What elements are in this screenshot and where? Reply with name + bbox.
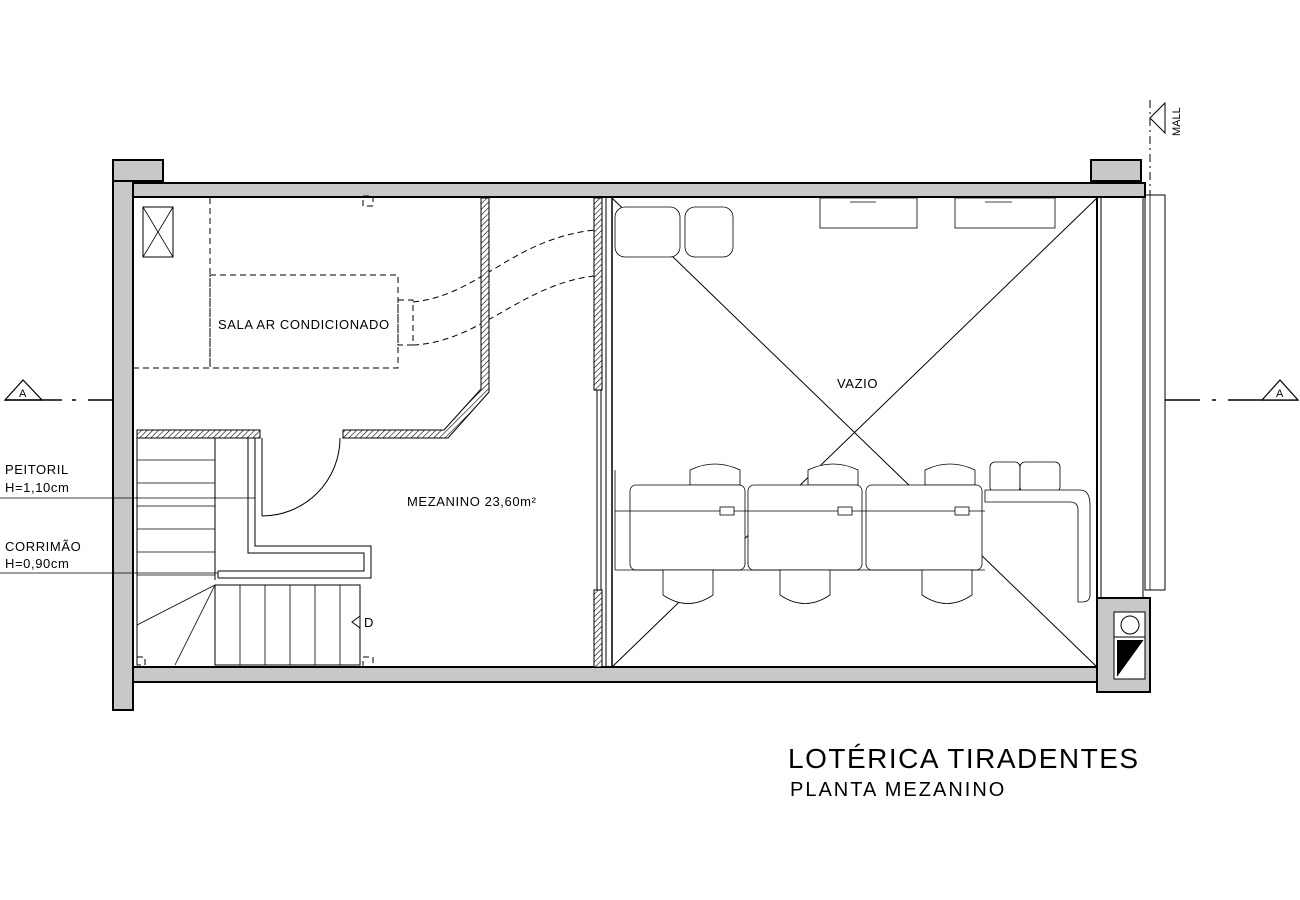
stair-steps-upper bbox=[137, 459, 215, 576]
center-partition-bottom bbox=[593, 589, 603, 668]
ac-room-label: SALA AR CONDICIONADO bbox=[218, 317, 390, 332]
mall-marker: MALL bbox=[1149, 100, 1183, 195]
ac-room: SALA AR CONDICIONADO bbox=[133, 195, 595, 369]
chair bbox=[807, 463, 859, 486]
chair bbox=[779, 569, 831, 604]
section-marker-right: A bbox=[1165, 379, 1300, 401]
handrail bbox=[217, 438, 372, 579]
stair-winders bbox=[136, 584, 216, 666]
annotation-peitoril: PEITORIL H=1,10cm bbox=[0, 462, 255, 499]
ac-duct-lower bbox=[412, 275, 595, 346]
peitoril-label: PEITORIL bbox=[5, 462, 69, 477]
furniture-lower-floor bbox=[614, 197, 1091, 604]
drawing-subtitle: PLANTA MEZANINO bbox=[790, 779, 1006, 801]
sofa-seat bbox=[614, 206, 681, 258]
section-letter-right: A bbox=[1276, 388, 1284, 400]
wall-top bbox=[132, 182, 1146, 198]
counter-station bbox=[747, 484, 863, 571]
corrimao-label: CORRIMÃO bbox=[5, 539, 81, 554]
mall-label: MALL bbox=[1171, 107, 1183, 136]
section-letter-left: A bbox=[19, 388, 27, 400]
drawing-title: LOTÉRICA TIRADENTES bbox=[788, 743, 1140, 774]
column-bottom-right bbox=[1096, 597, 1151, 693]
corrimao-height: H=0,90cm bbox=[5, 556, 69, 571]
partition-walls bbox=[136, 197, 613, 668]
stair-partition bbox=[136, 429, 261, 439]
peitoril-height: H=1,10cm bbox=[5, 480, 69, 495]
wall-bottom bbox=[132, 666, 1098, 683]
annotation-corrimao: CORRIMÃO H=0,90cm bbox=[0, 539, 218, 574]
ac-room-partition bbox=[342, 197, 490, 439]
wall-cap-top-left bbox=[112, 159, 164, 182]
top-desk bbox=[819, 197, 918, 229]
sofa-cushion bbox=[1019, 461, 1061, 493]
ac-equipment-outline bbox=[209, 274, 399, 369]
mall-window bbox=[1144, 194, 1166, 591]
wall-left bbox=[112, 180, 134, 711]
stair-direction-arrow-icon bbox=[351, 615, 361, 629]
counter-station bbox=[629, 484, 746, 571]
center-partition-top bbox=[593, 197, 603, 391]
stair-steps-lower bbox=[214, 584, 361, 666]
chair bbox=[921, 569, 973, 604]
title-block: LOTÉRICA TIRADENTES PLANTA MEZANINO bbox=[788, 743, 1140, 801]
staircase: D bbox=[136, 438, 374, 668]
chair bbox=[689, 463, 741, 486]
ac-duct-upper bbox=[412, 229, 595, 303]
section-marker-left: A bbox=[3, 379, 113, 401]
counter-station bbox=[865, 484, 983, 571]
drain-icon bbox=[1120, 615, 1140, 635]
door bbox=[261, 437, 341, 517]
ac-duct-shaft bbox=[142, 206, 174, 258]
sofa-cushion bbox=[989, 461, 1021, 493]
top-desk bbox=[954, 197, 1056, 229]
sofa-frame bbox=[984, 489, 1091, 603]
mezzanine-area-label: MEZANINO 23,60m² bbox=[407, 494, 537, 509]
door-swing-arc bbox=[261, 437, 341, 517]
ac-outlet bbox=[397, 299, 414, 346]
wall-cap-top-right bbox=[1090, 159, 1142, 182]
exterior-walls bbox=[112, 159, 1146, 711]
chair bbox=[662, 569, 714, 604]
void-label: VAZIO bbox=[837, 376, 878, 391]
chair bbox=[924, 463, 976, 486]
stair-direction-label: D bbox=[364, 615, 374, 630]
sofa-seat bbox=[684, 206, 734, 258]
